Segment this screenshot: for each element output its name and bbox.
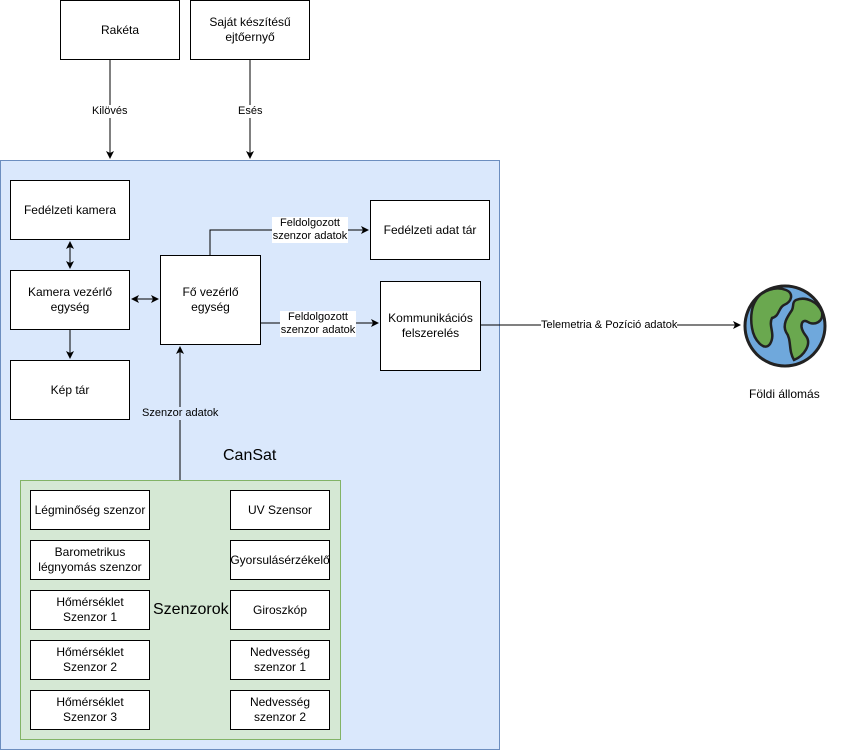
fo-vezerlo-node[interactable]: Fő vezérlő egység — [160, 255, 261, 345]
globe-icon — [743, 284, 827, 368]
edge-label-telemetria: Telemetria & Pozíció adatok — [541, 319, 678, 332]
sensor-homerseklet-1[interactable]: Hőmérséklet Szenzor 1 — [30, 590, 150, 630]
sensor-nedvesseg-1-label: Nedvesség szenzor 1 — [249, 645, 311, 674]
fedelzeti-adat-tar-node[interactable]: Fedélzeti adat tár — [370, 200, 490, 260]
sensor-barometrikus-label: Barometrikus légnyomás szenzor — [38, 545, 142, 574]
sensor-nedvesseg-1[interactable]: Nedvesség szenzor 1 — [230, 640, 330, 680]
sensor-legminoseg-label: Légminőség szenzor — [34, 502, 146, 517]
edge-label-feldolgozott-komm: Feldolgozott szenzor adatok — [280, 311, 356, 337]
sensor-nedvesseg-2[interactable]: Nedvesség szenzor 2 — [230, 690, 330, 730]
sensor-homerseklet-1-label: Hőmérséklet Szenzor 1 — [56, 595, 124, 624]
edge-label-kiloves: Kilövés — [92, 105, 128, 118]
ejtoernyo-label: Saját készítésű ejtőernyő — [209, 15, 291, 44]
fedelzeti-adat-tar-label: Fedélzeti adat tár — [383, 222, 477, 237]
sensor-gyorsulas-label: Gyorsulásérzékelő — [230, 552, 330, 567]
kep-tar-label: Kép tár — [50, 382, 90, 397]
raketa-label: Rakéta — [100, 22, 140, 37]
cansat-label: CanSat — [223, 447, 277, 464]
ejtoernyo-node[interactable]: Saját készítésű ejtőernyő — [190, 0, 310, 60]
sensor-giroszkop-label: Giroszkóp — [252, 602, 308, 617]
fedelzeti-kamera-label: Fedélzeti kamera — [23, 202, 117, 217]
raketa-node[interactable]: Rakéta — [60, 0, 180, 60]
sensor-gyorsulas[interactable]: Gyorsulásérzékelő — [230, 540, 330, 580]
sensor-uv-label: UV Szensor — [247, 502, 313, 517]
kommunikacios-label: Kommunikációs felszerelés — [388, 311, 473, 340]
sensor-barometrikus[interactable]: Barometrikus légnyomás szenzor — [30, 540, 150, 580]
sensor-homerseklet-2[interactable]: Hőmérséklet Szenzor 2 — [30, 640, 150, 680]
sensor-giroszkop[interactable]: Giroszkóp — [230, 590, 330, 630]
sensor-homerseklet-3-label: Hőmérséklet Szenzor 3 — [56, 695, 124, 724]
kep-tar-node[interactable]: Kép tár — [10, 360, 130, 420]
szenzorok-label: Szenzorok — [153, 601, 229, 618]
foldi-allomas-label: Földi állomás — [749, 387, 820, 401]
fedelzeti-kamera-node[interactable]: Fedélzeti kamera — [10, 180, 130, 240]
sensor-homerseklet-3[interactable]: Hőmérséklet Szenzor 3 — [30, 690, 150, 730]
kamera-vezerlo-label: Kamera vezérlő egység — [27, 285, 113, 314]
sensor-homerseklet-2-label: Hőmérséklet Szenzor 2 — [56, 645, 124, 674]
kamera-vezerlo-node[interactable]: Kamera vezérlő egység — [10, 270, 130, 330]
sensor-uv[interactable]: UV Szensor — [230, 490, 330, 530]
edge-label-feldolgozott-adat-tar: Feldolgozott szenzor adatok — [272, 217, 348, 243]
edge-label-eses: Esés — [238, 105, 263, 118]
sensor-nedvesseg-2-label: Nedvesség szenzor 2 — [249, 695, 311, 724]
sensor-legminoseg[interactable]: Légminőség szenzor — [30, 490, 150, 530]
edge-label-szenzor-adatok: Szenzor adatok — [142, 407, 219, 420]
fo-vezerlo-label: Fő vezérlő egység — [182, 285, 239, 314]
kommunikacios-node[interactable]: Kommunikációs felszerelés — [380, 281, 481, 371]
